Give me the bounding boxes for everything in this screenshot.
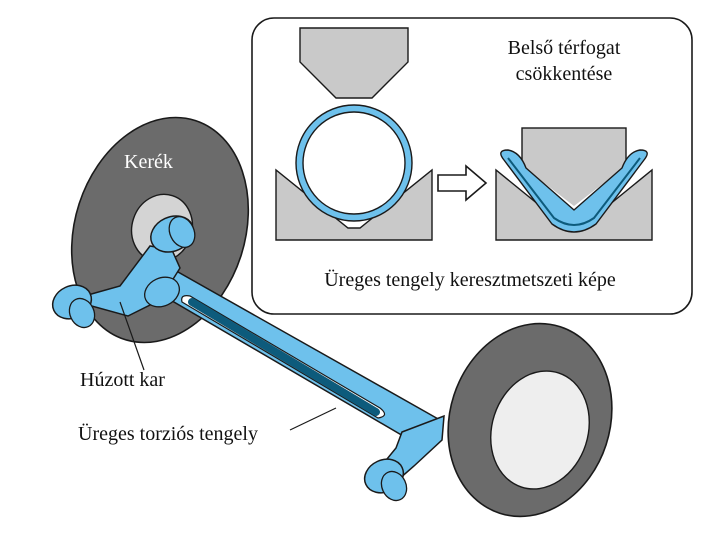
upper-punch bbox=[299, 27, 409, 99]
wheel-label: Kerék bbox=[124, 151, 173, 173]
left-trailing-arm bbox=[51, 215, 196, 329]
cross-section-caption: Üreges tengely keresztmetszeti képe bbox=[324, 268, 616, 291]
torsion-axle-label: Üreges torziós tengely bbox=[78, 422, 258, 445]
trailing-arm-leader bbox=[119, 301, 145, 371]
volume-reduction-label-line2: csökkentése bbox=[516, 63, 613, 85]
right-punch-tip bbox=[522, 166, 626, 206]
trailing-arm-label: Húzott kar bbox=[80, 369, 165, 391]
right-trailing-arm bbox=[363, 414, 445, 502]
arm-hub-end bbox=[168, 215, 196, 249]
lower-v-die bbox=[275, 168, 433, 241]
beam-groove-fill bbox=[188, 298, 380, 416]
arm-pivot-end bbox=[68, 297, 96, 329]
arm-beam-joint bbox=[143, 276, 181, 308]
right-wheel-rim bbox=[490, 370, 590, 490]
torsion-axle-leader bbox=[289, 407, 337, 431]
round-tube-stage bbox=[275, 27, 433, 241]
folded-tube-inner-line bbox=[507, 157, 641, 226]
right-wheel bbox=[447, 322, 613, 518]
folded-tube bbox=[500, 149, 648, 233]
volume-reduction-label-line1: Belső térfogat bbox=[508, 37, 621, 59]
round-tube-inner bbox=[302, 111, 406, 215]
right-arm-pivot-end bbox=[380, 470, 408, 502]
deformed-tube-stage bbox=[495, 127, 653, 241]
right-upper-punch bbox=[521, 127, 627, 169]
process-arrow bbox=[437, 164, 488, 202]
